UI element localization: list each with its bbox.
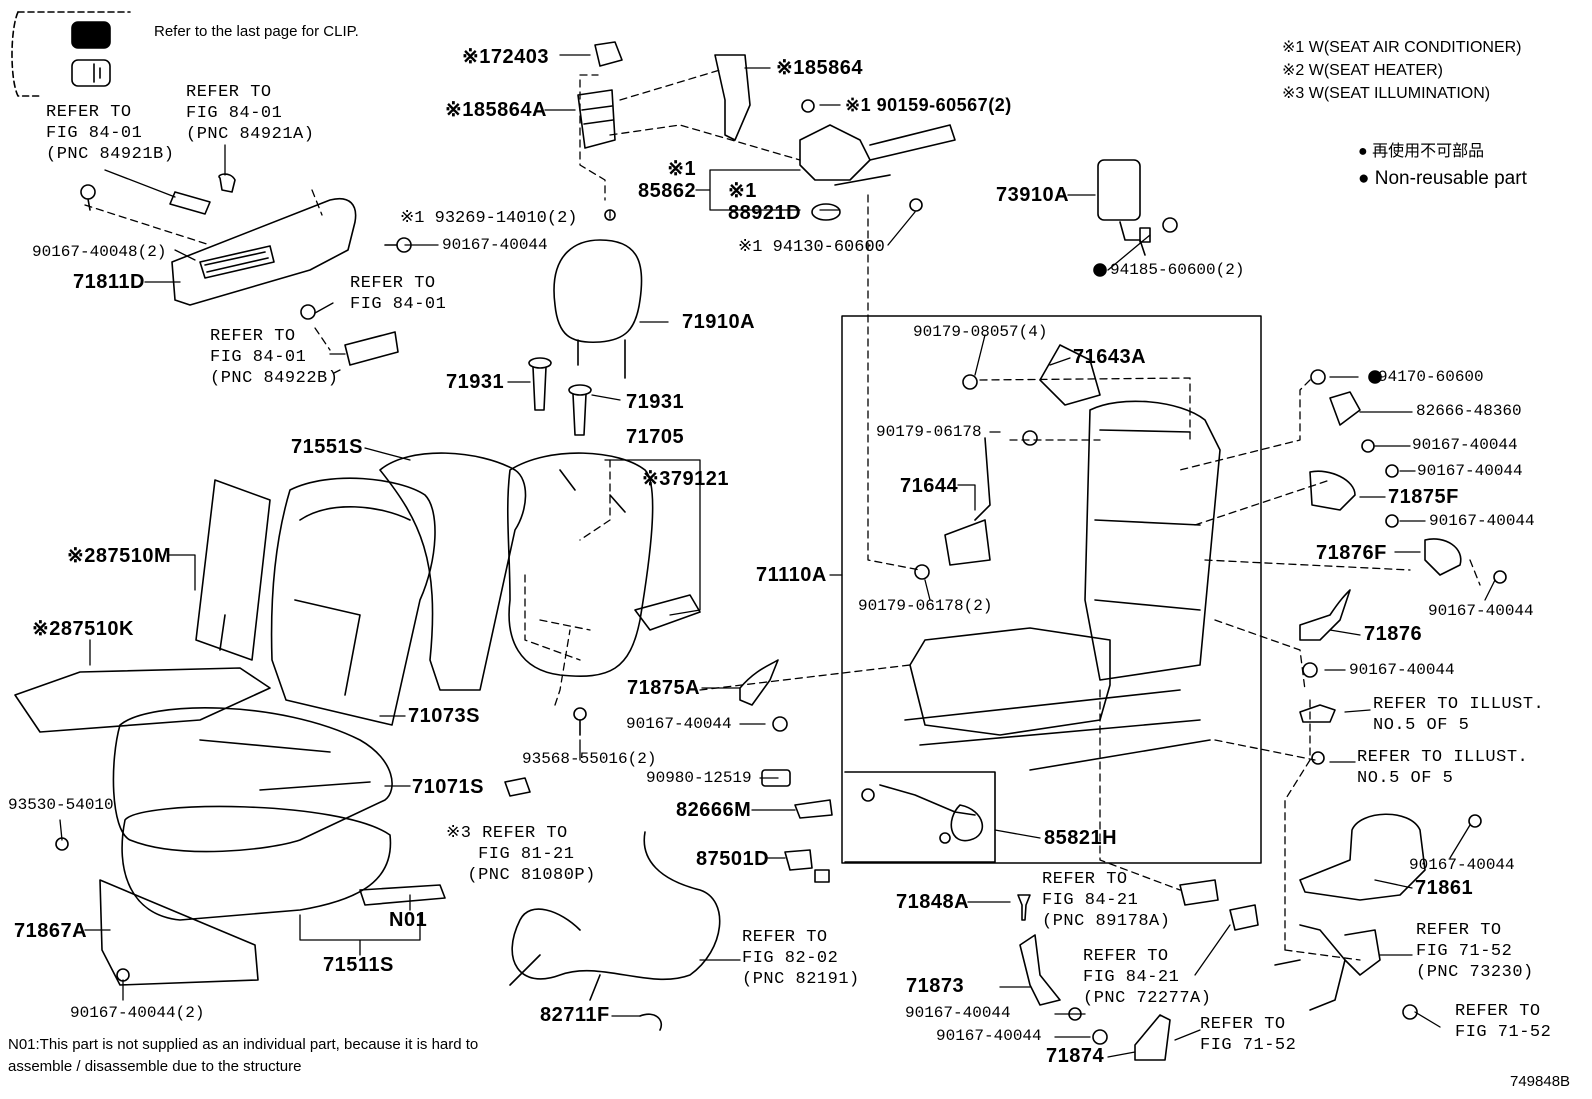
part-88921d: ※1 88921D bbox=[728, 180, 802, 224]
part-71644: 71644 bbox=[900, 475, 959, 497]
clip-note: Refer to the last page for CLIP. bbox=[154, 23, 359, 40]
part-87501d: 87501D bbox=[696, 848, 770, 870]
clip-legend-box bbox=[11, 11, 131, 97]
part-90179-06178: 90179-06178 bbox=[876, 423, 982, 441]
part-185864: ※185864 bbox=[776, 57, 863, 79]
ref-84-01: REFER TO FIG 84-01 bbox=[350, 274, 447, 314]
nonreusable-en-text: Non-reusable part bbox=[1374, 168, 1527, 189]
part-71875a: 71875A bbox=[627, 677, 701, 699]
part-82711f: 82711F bbox=[540, 1004, 610, 1026]
part-90167-40044-a: 90167-40044 bbox=[442, 236, 548, 254]
part-90167-r1: 90167-40044 bbox=[1412, 436, 1518, 454]
part-71511s: 71511S bbox=[323, 954, 394, 976]
part-87510m: ※287510M bbox=[67, 545, 172, 567]
part-90167-40044-2: 90167-40044(2) bbox=[70, 1004, 205, 1022]
part-94185: 94185-60600(2) bbox=[1110, 261, 1245, 279]
ref-illust-2: REFER TO ILLUST. NO.5 OF 5 bbox=[1357, 748, 1529, 788]
ref-71-52-b: REFER TO FIG 71-52 bbox=[1455, 1002, 1552, 1042]
ref-71-52-a: REFER TO FIG 71-52 bbox=[1200, 1015, 1297, 1055]
part-n01: N01 bbox=[389, 909, 428, 931]
ref-72277a: REFER TO FIG 84-21 (PNC 72277A) bbox=[1083, 947, 1212, 1008]
legend-item-1: ※1 W(SEAT AIR CONDITIONER) bbox=[1282, 39, 1522, 56]
part-71874: 71874 bbox=[1046, 1045, 1105, 1067]
ref-89178a: REFER TO FIG 84-21 (PNC 89178A) bbox=[1042, 870, 1171, 931]
part-90167-40048: 90167-40048(2) bbox=[32, 243, 167, 261]
part-82666m: 82666M bbox=[676, 799, 752, 821]
part-85862: ※1 85862 bbox=[638, 158, 697, 202]
part-93530: 93530-54010 bbox=[8, 796, 114, 814]
part-71551s: 71551S bbox=[291, 436, 363, 458]
part-94170: 94170-60600 bbox=[1378, 368, 1484, 386]
part-71110a: 71110A bbox=[756, 564, 827, 586]
part-85821h: 85821H bbox=[1044, 827, 1118, 849]
legend-item-3: ※3 W(SEAT ILLUMINATION) bbox=[1282, 85, 1491, 102]
part-71811d: 71811D bbox=[73, 271, 145, 293]
part-71873: 71873 bbox=[906, 975, 965, 997]
part-94130: ※1 94130-60600 bbox=[738, 238, 885, 257]
dashed-leaders bbox=[84, 69, 1481, 961]
part-90167-r4: 90167-40044 bbox=[1428, 602, 1534, 620]
part-93568: 93568-55016(2) bbox=[522, 750, 657, 768]
part-71861: 71861 bbox=[1415, 877, 1474, 899]
ref-illust-1: REFER TO ILLUST. NO.5 OF 5 bbox=[1373, 695, 1545, 735]
seat-frame-box bbox=[841, 315, 1262, 864]
bullet-icon: ● bbox=[1358, 168, 1370, 189]
part-90159: ※1 90159-60567(2) bbox=[845, 95, 1012, 115]
part-71876: 71876 bbox=[1364, 623, 1423, 645]
part-90179-08057: 90179-08057(4) bbox=[913, 323, 1048, 341]
nonreusable-jp: ● 再使用不可部品 bbox=[1358, 144, 1484, 160]
part-71073s: 71073S bbox=[408, 705, 480, 727]
ref-81080p: ※3 REFER TO FIG 81-21 (PNC 81080P) bbox=[446, 824, 596, 885]
part-93269: ※1 93269-14010(2) bbox=[400, 209, 578, 228]
part-71867a: 71867A bbox=[14, 920, 88, 942]
solid-leaders bbox=[59, 54, 1496, 1058]
nonreusable-jp-text: 再使用不可部品 bbox=[1372, 143, 1485, 160]
part-71848a: 71848A bbox=[896, 891, 970, 913]
part-71705: 71705 bbox=[626, 426, 685, 448]
part-90167-r6: 90167-40044 bbox=[1409, 856, 1515, 874]
part-73910a: 73910A bbox=[996, 184, 1070, 206]
ref-84922b: REFER TO FIG 84-01 (PNC 84922B) bbox=[210, 327, 339, 388]
footnote: N01:This part is not supplied as an indi… bbox=[8, 1036, 479, 1075]
part-90179-06178-2: 90179-06178(2) bbox=[858, 597, 993, 615]
part-90167-c1: 90167-40044 bbox=[905, 1004, 1011, 1022]
diagram-id: 749848B bbox=[1510, 1073, 1571, 1090]
part-71875f: 71875F bbox=[1388, 486, 1459, 508]
part-172403: ※172403 bbox=[462, 46, 549, 68]
ref-73230: REFER TO FIG 71-52 (PNC 73230) bbox=[1416, 921, 1534, 982]
part-90167-r2: 90167-40044 bbox=[1417, 462, 1523, 480]
part-90980: 90980-12519 bbox=[646, 769, 752, 787]
part-sketches bbox=[14, 41, 1507, 1061]
part-71071s: 71071S bbox=[412, 776, 484, 798]
bullet-icon: ● bbox=[1358, 143, 1368, 160]
ref-84921b: REFER TO FIG 84-01 (PNC 84921B) bbox=[46, 103, 175, 164]
part-71876f: 71876F bbox=[1316, 542, 1387, 564]
ref-84921a: REFER TO FIG 84-01 (PNC 84921A) bbox=[186, 83, 315, 144]
part-82666-48360: 82666-48360 bbox=[1416, 402, 1522, 420]
nonreusable-en: ● Non-reusable part bbox=[1358, 169, 1527, 188]
part-90167-r3: 90167-40044 bbox=[1429, 512, 1535, 530]
part-79121: ※379121 bbox=[642, 468, 729, 490]
ref-82191: REFER TO FIG 82-02 (PNC 82191) bbox=[742, 928, 860, 989]
part-90167-c2: 90167-40044 bbox=[936, 1027, 1042, 1045]
part-71931-b: 71931 bbox=[626, 391, 685, 413]
part-90167-40044-b: 90167-40044 bbox=[626, 715, 732, 733]
legend-item-2: ※2 W(SEAT HEATER) bbox=[1282, 62, 1443, 79]
part-71643a: 71643A bbox=[1073, 346, 1147, 368]
part-71931-a: 71931 bbox=[446, 371, 505, 393]
part-71910a: 71910A bbox=[682, 311, 756, 333]
part-90167-r5: 90167-40044 bbox=[1349, 661, 1455, 679]
part-185864a: ※185864A bbox=[445, 99, 547, 121]
part-87510k: ※287510K bbox=[32, 618, 134, 640]
